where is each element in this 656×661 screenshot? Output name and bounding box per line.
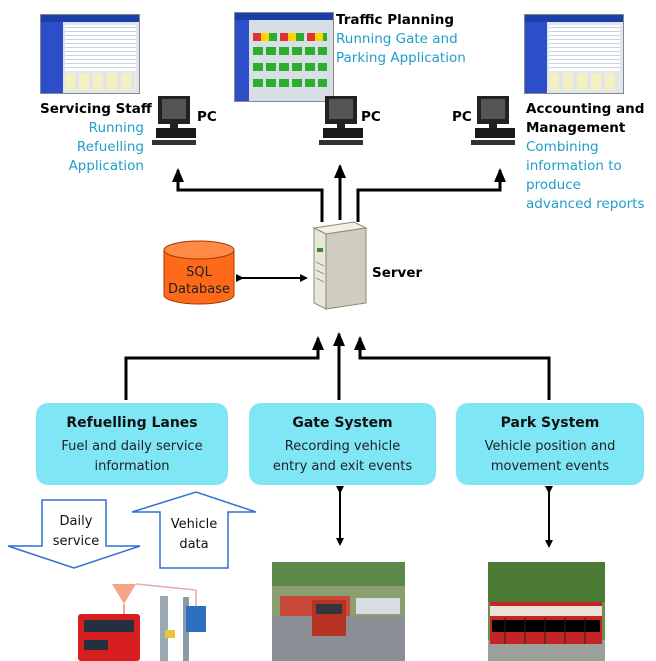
pc-label-center: PC xyxy=(361,109,381,125)
refuelling-photo xyxy=(74,580,284,661)
servicing-staff-title: Servicing Staff xyxy=(40,101,152,117)
park-system-desc-2: movement events xyxy=(490,459,610,474)
server-icon xyxy=(312,221,368,310)
park-photo xyxy=(488,562,605,661)
refuelling-lanes-title: Refuelling Lanes xyxy=(66,415,198,431)
computer-icon-left xyxy=(152,96,196,145)
traffic-app-screenshot xyxy=(234,12,334,102)
gate-system-desc-2: entry and exit events xyxy=(272,459,413,474)
traffic-planning-title: Traffic Planning xyxy=(336,12,455,28)
park-system-title: Park System xyxy=(500,415,600,431)
server-label: Server xyxy=(372,265,423,281)
computer-icon-center xyxy=(319,96,363,145)
arrows-systems-to-photos xyxy=(336,486,553,548)
park-system-desc-1: Vehicle position and xyxy=(484,439,616,454)
arrows-server-to-pcs xyxy=(172,164,506,222)
vehicle-data-arrow xyxy=(131,491,257,569)
arrows-systems-to-server xyxy=(124,332,551,400)
refuelling-lanes-box: Refuelling Lanes Fuel and daily service … xyxy=(36,403,228,485)
park-system-box: Park System Vehicle position and movemen… xyxy=(456,403,644,485)
pc-label-left: PC xyxy=(197,109,217,125)
servicing-app-screenshot xyxy=(40,14,140,94)
daily-service-arrow xyxy=(7,499,141,569)
database-icon xyxy=(163,240,235,305)
gate-system-title: Gate System xyxy=(292,415,393,431)
gate-photo xyxy=(272,562,405,661)
refuelling-lanes-desc-2: information xyxy=(94,459,170,474)
computer-icon-right xyxy=(471,96,515,145)
accounting-app-screenshot xyxy=(524,14,624,94)
refuelling-lanes-desc-1: Fuel and daily service xyxy=(61,439,203,454)
gate-system-box: Gate System Recording vehicle entry and … xyxy=(249,403,436,485)
gate-system-desc-1: Recording vehicle xyxy=(284,439,401,454)
pc-label-right: PC xyxy=(452,109,472,125)
